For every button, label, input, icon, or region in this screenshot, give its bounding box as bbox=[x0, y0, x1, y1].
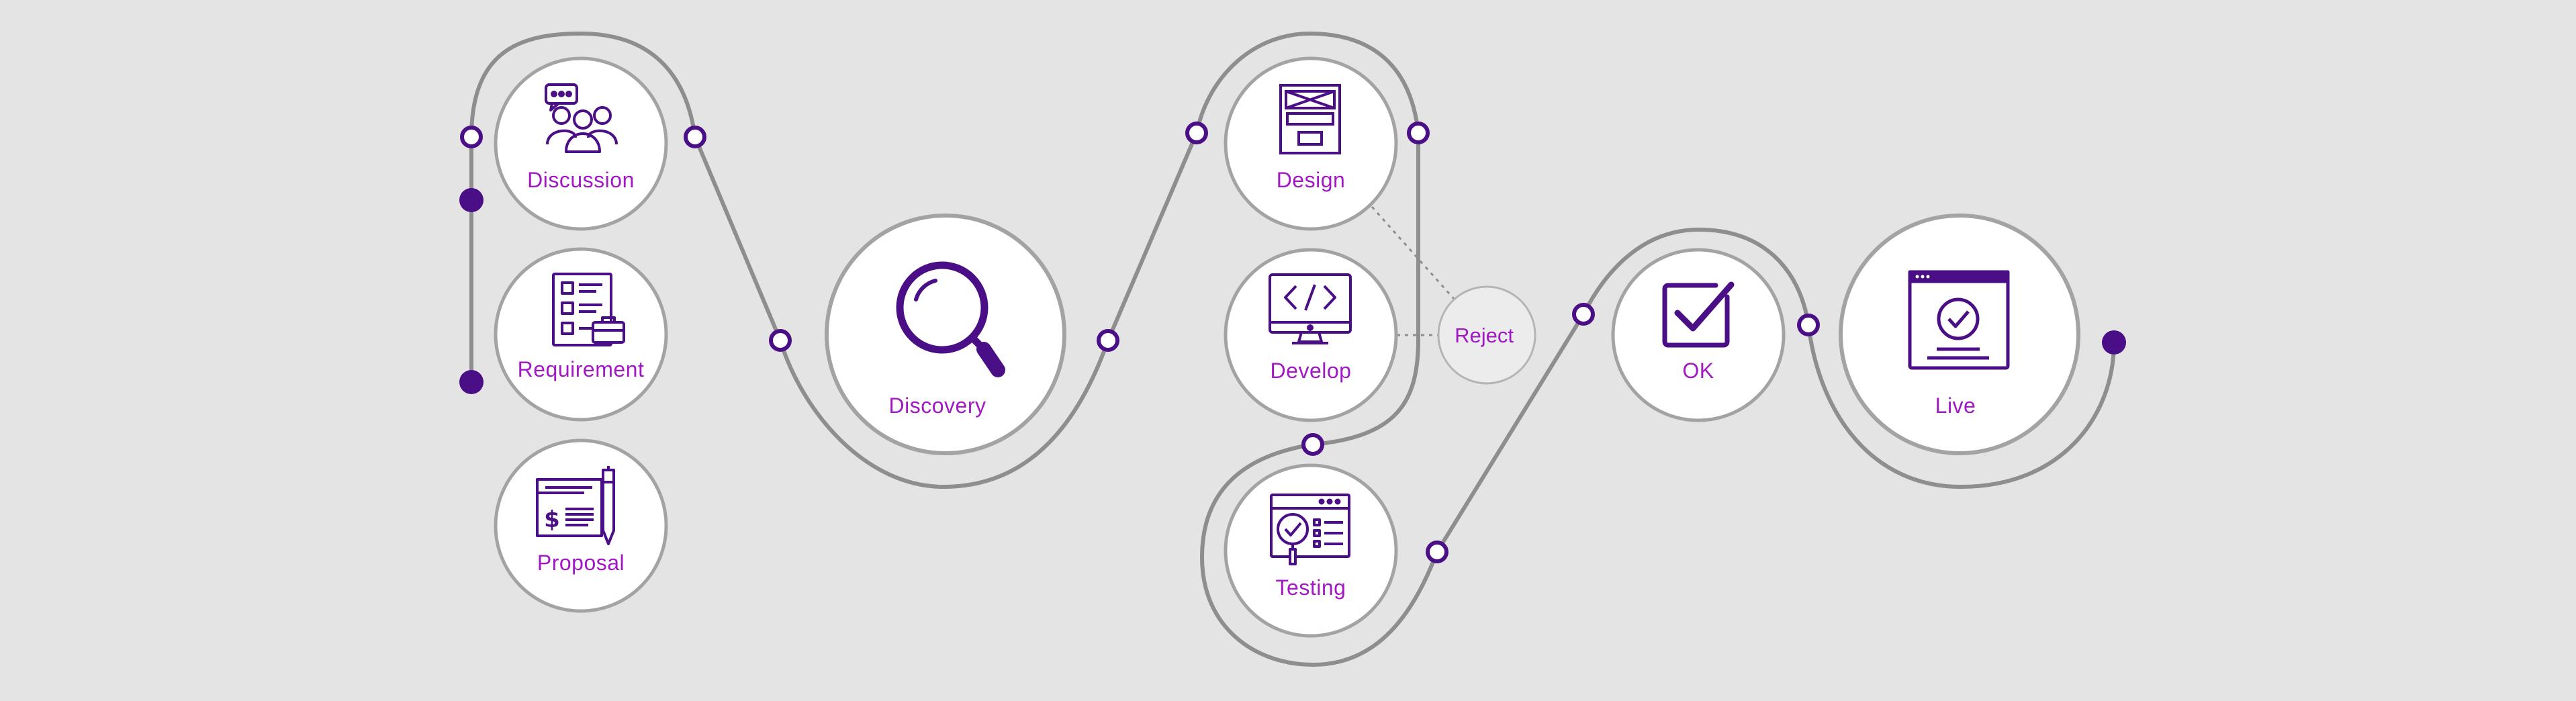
node-requirement[interactable]: Requirement bbox=[494, 247, 668, 422]
node-design-label: Design bbox=[1277, 168, 1346, 192]
node-develop-circle bbox=[1224, 248, 1398, 422]
node-testing[interactable]: Testing bbox=[1224, 463, 1398, 638]
node-testing-circle bbox=[1224, 463, 1398, 638]
design-reject-line bbox=[1371, 206, 1455, 299]
node-discovery-circle bbox=[825, 214, 1066, 455]
node-develop-label: Develop bbox=[1271, 359, 1352, 383]
filled-dot[interactable] bbox=[2102, 330, 2126, 355]
node-develop[interactable]: Develop bbox=[1224, 248, 1398, 422]
wireframe-icon bbox=[1279, 84, 1341, 154]
node-ok-label: OK bbox=[1682, 359, 1714, 383]
node-discovery-label: Discovery bbox=[889, 393, 986, 418]
hollow-dot[interactable] bbox=[1407, 122, 1430, 144]
node-testing-label: Testing bbox=[1276, 575, 1346, 600]
svg-text:$: $ bbox=[544, 506, 560, 533]
browser-check-icon bbox=[1908, 270, 2010, 370]
node-discussion-label: Discussion bbox=[527, 168, 635, 192]
hollow-dot[interactable] bbox=[1185, 122, 1208, 144]
node-design[interactable]: Design bbox=[1224, 56, 1398, 231]
flow-dots bbox=[459, 122, 2126, 563]
hollow-dot[interactable] bbox=[684, 126, 706, 148]
filled-dot[interactable] bbox=[459, 188, 484, 212]
node-requirement-circle bbox=[494, 247, 668, 422]
node-live-label: Live bbox=[1935, 393, 1976, 418]
magnifier-icon bbox=[896, 261, 1005, 377]
node-proposal[interactable]: Proposal $ bbox=[494, 438, 668, 613]
checkbox-icon bbox=[1662, 281, 1735, 348]
reject-label: Reject bbox=[1455, 324, 1514, 347]
node-discussion[interactable]: Discussion bbox=[494, 56, 668, 231]
hollow-dot[interactable] bbox=[1426, 541, 1448, 563]
node-ok[interactable]: OK bbox=[1611, 248, 1786, 422]
reject-connectors bbox=[1371, 206, 1455, 336]
hollow-dot[interactable] bbox=[769, 329, 792, 352]
node-live[interactable]: Live bbox=[1839, 214, 2080, 455]
reject-circle bbox=[1437, 285, 1536, 385]
code-monitor-icon bbox=[1269, 273, 1352, 344]
node-proposal-label: Proposal bbox=[537, 551, 625, 575]
hollow-dot[interactable] bbox=[1301, 433, 1324, 456]
hollow-dot[interactable] bbox=[1572, 303, 1595, 326]
cheque-pen-icon: $ bbox=[536, 466, 615, 545]
browser-test-icon bbox=[1270, 494, 1350, 565]
filled-dot[interactable] bbox=[459, 370, 484, 394]
node-requirement-label: Requirement bbox=[518, 357, 645, 381]
hollow-dot[interactable] bbox=[1797, 314, 1820, 336]
node-discovery[interactable]: Discovery bbox=[825, 214, 1066, 455]
reject-node[interactable]: Reject bbox=[1437, 285, 1536, 385]
node-discussion-circle bbox=[494, 56, 668, 231]
hollow-dot[interactable] bbox=[1097, 329, 1119, 352]
team-discussion-icon bbox=[545, 83, 618, 153]
hollow-dot[interactable] bbox=[460, 126, 483, 148]
checklist-briefcase-icon bbox=[552, 273, 625, 346]
node-live-circle bbox=[1839, 214, 2080, 455]
node-ok-circle bbox=[1611, 248, 1786, 422]
